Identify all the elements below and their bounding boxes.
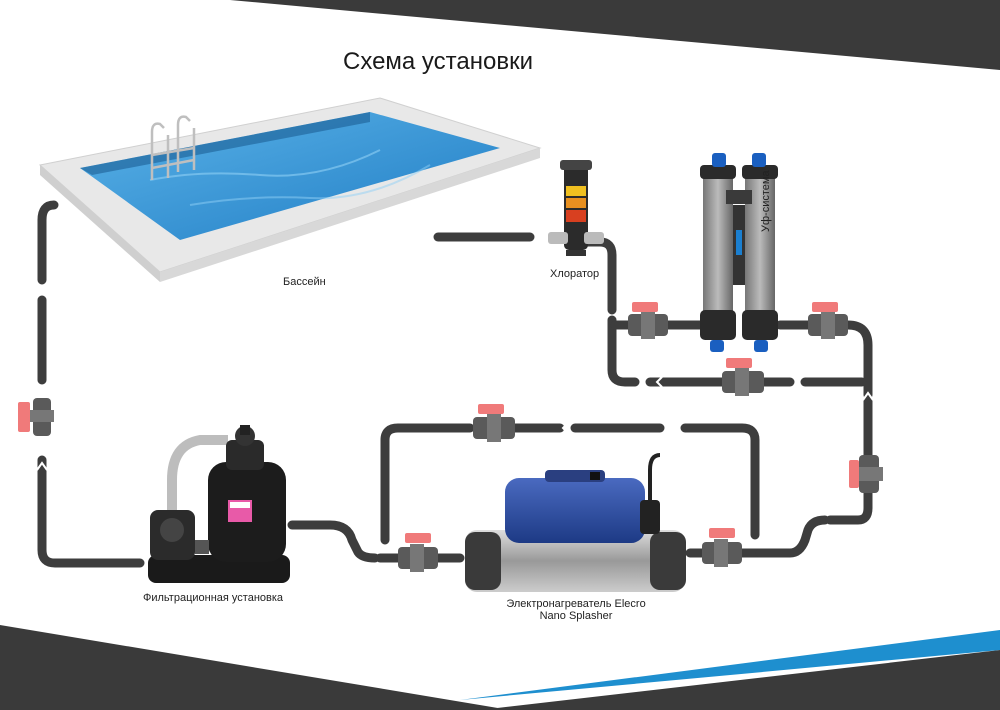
label-filter-unit: Фильтрационная установка <box>143 592 284 604</box>
diagram-title: Схема установки <box>343 48 533 75</box>
corner-decoration-top <box>230 0 1000 70</box>
electric-heater-icon <box>465 453 686 592</box>
swimming-pool-icon <box>38 97 542 282</box>
corner-decoration-bottom-left <box>0 625 510 710</box>
label-chlorinator: Хлоратор <box>550 268 600 280</box>
label-uv-system: Уф-система <box>760 170 772 232</box>
corner-decoration-bottom-blue <box>460 630 1000 700</box>
uv-lamp-icon <box>700 153 778 352</box>
valve-bypass-top <box>473 404 515 442</box>
valve-uv-bypass <box>722 358 764 396</box>
label-pool: Бассейн <box>283 276 326 288</box>
sand-filter-icon <box>148 425 290 583</box>
valve-uv-outlet <box>808 302 848 339</box>
flow-markers <box>36 286 874 471</box>
valve-heater-inlet <box>398 533 438 572</box>
valve-right <box>849 455 883 493</box>
corner-decoration-bottom-right-dark <box>480 650 1000 710</box>
valve-uv-inlet <box>628 302 668 339</box>
valve-left <box>18 398 54 436</box>
chlorinator-icon <box>548 160 604 256</box>
valve-heater-outlet <box>702 528 742 567</box>
label-heater-line1: Электронагреватель Elecro <box>506 598 646 610</box>
label-heater-line2: Nano Splasher <box>539 610 613 622</box>
label-heater: Электронагреватель Elecro Nano Splasher <box>502 598 650 622</box>
